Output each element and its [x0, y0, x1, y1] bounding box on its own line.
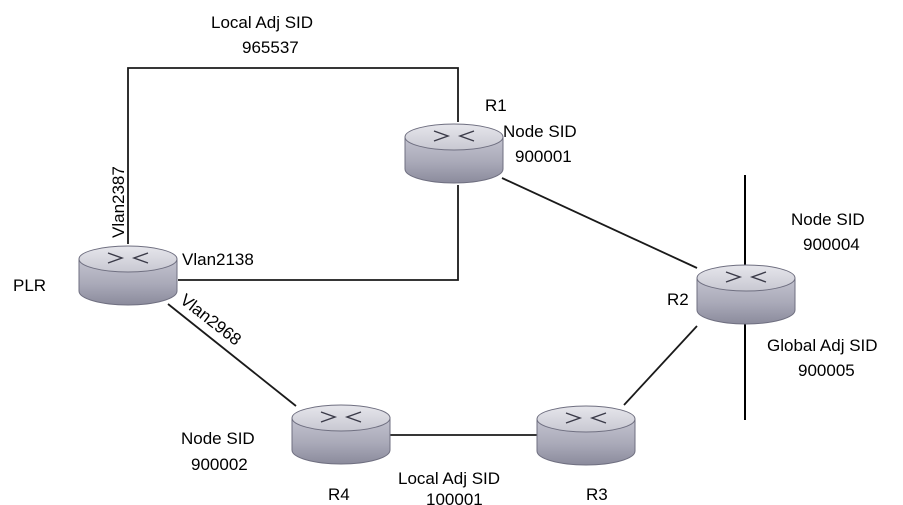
node-sid-r1-value: 900001 — [515, 147, 572, 166]
link-plr-r1-vlan2138 — [178, 185, 459, 281]
router-label-r3: R3 — [586, 485, 608, 504]
global-adj-sid-label: Global Adj SID — [767, 336, 878, 355]
link-plr-r1-vlan2387 — [127, 67, 459, 244]
link-r1-r2 — [501, 177, 698, 269]
local-adj-sid-bottom-label: Local Adj SID — [398, 469, 500, 488]
node-sid-r2-label: Node SID — [791, 210, 865, 229]
node-sid-r1-label: Node SID — [503, 122, 577, 141]
router-label-plr: PLR — [13, 276, 46, 295]
link-r2-r3 — [623, 325, 698, 406]
router-label-r1: R1 — [485, 96, 507, 115]
link-label-vlan2387: Vlan2387 — [109, 166, 128, 238]
links — [127, 67, 698, 436]
router-label-r4: R4 — [328, 485, 350, 504]
router-plr-icon[interactable] — [78, 245, 178, 306]
link-plr-r4 — [167, 303, 297, 407]
router-r4-icon[interactable] — [291, 404, 391, 465]
node-sid-r4-label: Node SID — [181, 429, 255, 448]
router-r3-icon[interactable] — [536, 405, 636, 466]
local-adj-sid-top-label: Local Adj SID — [211, 13, 313, 32]
link-label-vlan2138: Vlan2138 — [182, 250, 254, 269]
node-sid-r4-value: 900002 — [191, 455, 248, 474]
local-adj-sid-top-value: 965537 — [242, 38, 299, 57]
router-r2-icon[interactable] — [696, 264, 796, 325]
node-sid-r2-value: 900004 — [803, 235, 860, 254]
local-adj-sid-bottom-value: 100001 — [426, 490, 483, 505]
global-adj-sid-value: 900005 — [798, 361, 855, 380]
router-label-r2: R2 — [667, 290, 689, 309]
router-r1-icon[interactable] — [404, 123, 504, 184]
